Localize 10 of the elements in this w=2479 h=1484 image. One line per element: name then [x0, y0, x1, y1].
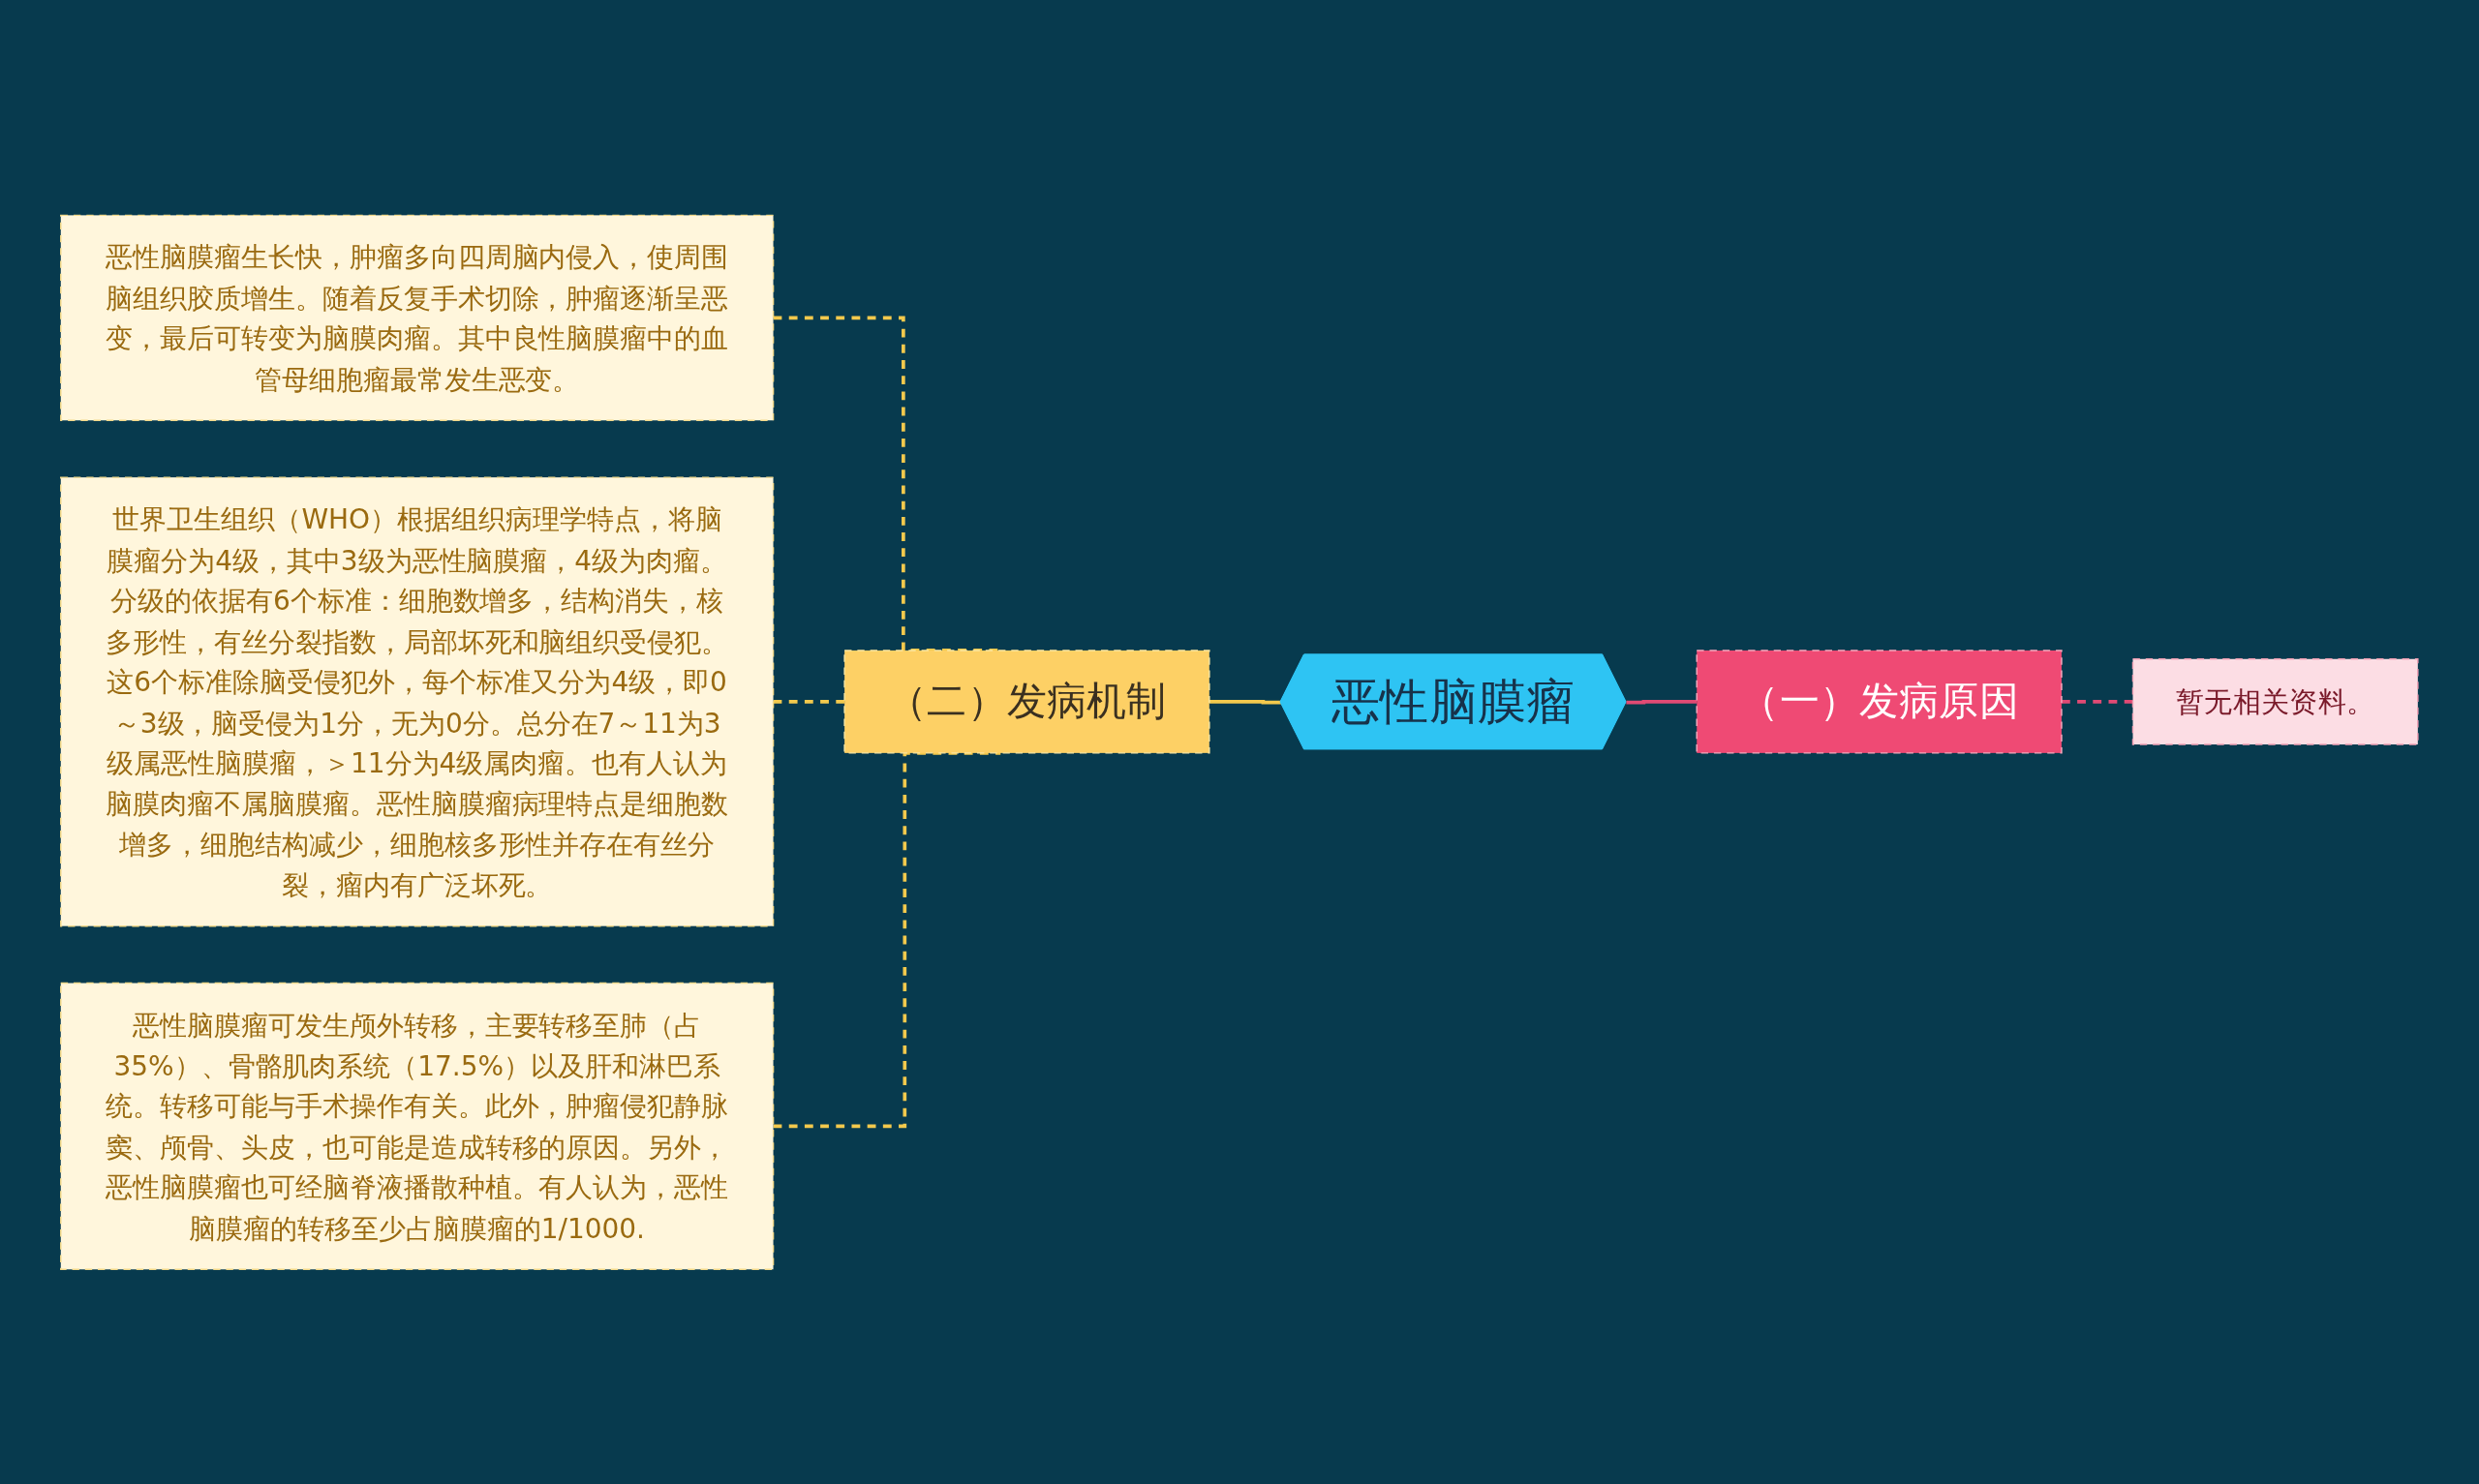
- connector: [2062, 699, 2133, 704]
- connector: [1209, 699, 1282, 705]
- node-box: 暂无相关资料。: [2132, 657, 2419, 745]
- node-box: （一）发病原因: [1696, 649, 2063, 754]
- connector: [1626, 699, 1698, 705]
- node-box: 世界卫生组织（WHO）根据组织病理学特点，将脑膜瘤分为4级，其中3级为恶性脑膜瘤，4级为肉瘤。分级的依据有6个标准：细胞数增多，结构消失，核多形性，有丝分裂指数，局部坏死和脑组织受侵犯。这6个标准除脑受侵犯外，每个标准又分为4级，即0～3级，脑受侵为1分，无为0分。总分在7～11为3级属恶性脑膜瘤，＞11分为4级属肉瘤。也有人认为脑膜肉瘤不属脑膜瘤。恶性脑膜瘤病理特点是细胞数增多，细胞结构减少，细胞核多形性并存在有丝分裂，瘤内有广泛坏死。: [60, 476, 775, 927]
- node-box: 恶性脑膜瘤生长快，肿瘤多向四周脑内侵入，使周围脑组织胶质增生。随着反复手术切除，肿瘤逐渐呈恶变，最后可转变为脑膜肉瘤。其中良性脑膜瘤中的血管母细胞瘤最常发生恶变。: [60, 214, 775, 421]
- node-box: （二）发病机制: [843, 649, 1210, 754]
- node-box: 恶性脑膜瘤可发生颅外转移，主要转移至肺（占35%）、骨骼肌肉系统（17.5%）以及肝和淋巴系统。转移可能与手术操作有关。此外，肿瘤侵犯静脉窦、颅骨、头皮，也可能是造成转移的原因。另外，恶性脑膜瘤也可经脑脊液播散种植。有人认为，恶性脑膜瘤的转移至少占脑膜瘤的1/1000.: [60, 982, 775, 1270]
- connector: [773, 699, 845, 704]
